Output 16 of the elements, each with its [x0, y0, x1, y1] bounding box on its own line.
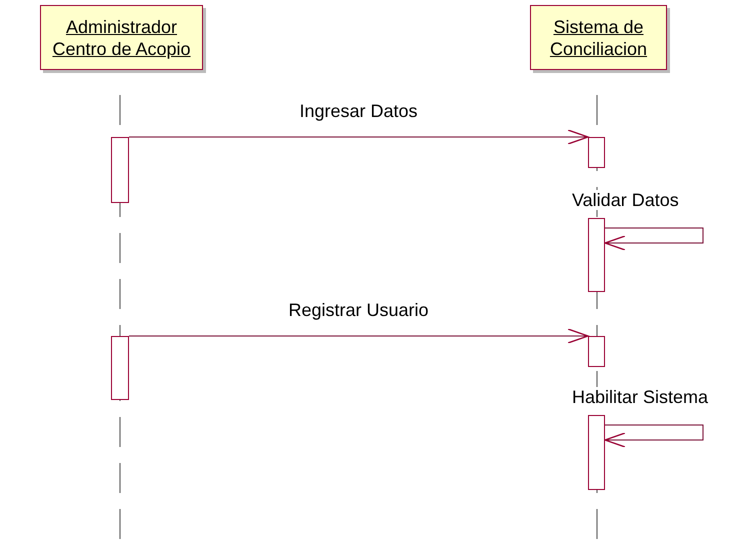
message-arrow [128, 129, 589, 145]
actor-name: Sistema de Conciliacion [548, 16, 648, 60]
activation-bar [588, 336, 605, 367]
activation-bar [588, 218, 605, 292]
message-label: Validar Datos [572, 190, 679, 210]
message-label: Registrar Usuario [288, 300, 429, 320]
actor-box [530, 5, 667, 70]
actor-name: Administrador Centro de Acopio [51, 16, 192, 60]
message-arrow [604, 424, 704, 448]
activation-bar [111, 336, 129, 400]
activation-bar [588, 137, 605, 168]
activation-bar [588, 415, 605, 490]
message-arrow [128, 328, 589, 344]
message-arrow [604, 228, 704, 251]
activation-bar [111, 137, 129, 203]
actor-box [40, 5, 203, 70]
